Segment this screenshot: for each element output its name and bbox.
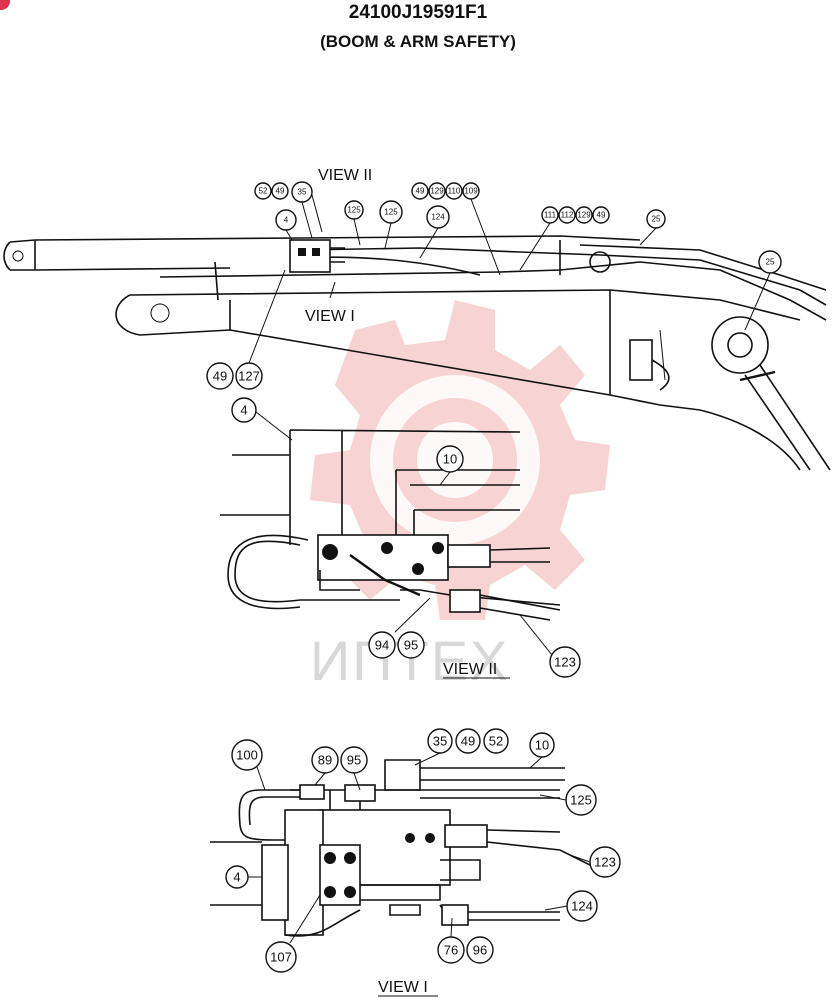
callout-49b: 49 xyxy=(411,182,429,200)
svg-text:25: 25 xyxy=(652,215,661,224)
svg-text:125: 125 xyxy=(570,793,592,808)
svg-text:127: 127 xyxy=(238,369,260,384)
svg-text:49: 49 xyxy=(461,734,475,749)
svg-text:96: 96 xyxy=(473,943,487,958)
callout-49: 49 xyxy=(271,182,289,200)
callout-v1-35: 35 xyxy=(427,728,453,754)
svg-text:49: 49 xyxy=(416,187,425,196)
svg-text:89: 89 xyxy=(318,753,332,768)
svg-text:4: 4 xyxy=(284,216,289,225)
callout-49d: 49 xyxy=(206,362,234,390)
svg-text:10: 10 xyxy=(443,452,457,467)
svg-text:125: 125 xyxy=(384,208,398,217)
diagram-title: 24100J19591F1 xyxy=(348,2,488,23)
svg-text:52: 52 xyxy=(489,734,503,749)
svg-text:100: 100 xyxy=(236,748,258,763)
svg-text:123: 123 xyxy=(554,655,576,670)
callout-v1-96: 96 xyxy=(466,936,494,964)
view1-detail xyxy=(210,759,601,937)
svg-text:49: 49 xyxy=(213,369,227,384)
callout-35: 35 xyxy=(291,181,313,203)
callout-v1-125: 125 xyxy=(565,784,597,816)
callout-v1-124: 124 xyxy=(566,890,598,922)
view2-detail xyxy=(220,429,561,621)
callout-111: 111 xyxy=(541,206,559,224)
svg-text:123: 123 xyxy=(594,855,616,870)
callout-v1-107: 107 xyxy=(265,941,297,973)
callout-v1-52: 52 xyxy=(483,728,509,754)
diagram-subtitle: (BOOM & ARM SAFETY) xyxy=(320,32,516,51)
callout-4: 4 xyxy=(275,209,297,231)
callout-v1-89: 89 xyxy=(311,746,339,774)
svg-text:4: 4 xyxy=(233,870,240,885)
svg-text:95: 95 xyxy=(404,638,418,653)
callout-127: 127 xyxy=(235,362,263,390)
svg-text:10: 10 xyxy=(535,738,549,753)
svg-text:49: 49 xyxy=(597,211,606,220)
callout-125b: 125 xyxy=(379,200,403,224)
callout-110: 110 xyxy=(445,182,463,200)
view1-caption: VIEW I xyxy=(378,979,428,996)
callout-v1-49: 49 xyxy=(455,728,481,754)
callout-v2-123: 123 xyxy=(549,646,581,678)
callout-129: 129 xyxy=(428,182,446,200)
callout-129b: 129 xyxy=(575,206,593,224)
callout-25b: 25 xyxy=(758,250,782,274)
svg-text:52: 52 xyxy=(259,187,268,196)
callout-v1-76: 76 xyxy=(437,936,465,964)
corner-badge xyxy=(0,0,10,10)
callout-v2-95: 95 xyxy=(397,631,425,659)
svg-text:76: 76 xyxy=(444,943,458,958)
callout-v1-4: 4 xyxy=(225,865,249,889)
callout-v1-123: 123 xyxy=(589,846,621,878)
callout-125a: 125 xyxy=(344,200,364,220)
callout-124: 124 xyxy=(426,205,450,229)
svg-text:25: 25 xyxy=(766,258,775,267)
callout-v1-10: 10 xyxy=(529,732,555,758)
svg-text:111: 111 xyxy=(544,211,557,220)
svg-text:49: 49 xyxy=(276,187,285,196)
svg-text:112: 112 xyxy=(561,211,574,220)
callout-v1-95: 95 xyxy=(340,746,368,774)
view1-pointer-label: VIEW I xyxy=(305,308,355,325)
view2-pointer-label: VIEW II xyxy=(318,167,372,184)
callout-109: 109 xyxy=(462,182,480,200)
callout-v1-100: 100 xyxy=(231,739,263,771)
svg-text:124: 124 xyxy=(431,213,445,222)
svg-text:94: 94 xyxy=(375,638,389,653)
svg-text:129: 129 xyxy=(430,187,444,196)
boom-arm-overview xyxy=(3,235,831,471)
svg-text:107: 107 xyxy=(270,950,292,965)
callout-v2-94: 94 xyxy=(368,631,396,659)
svg-text:35: 35 xyxy=(298,188,307,197)
svg-text:4: 4 xyxy=(240,403,247,418)
svg-text:95: 95 xyxy=(347,753,361,768)
callout-49c: 49 xyxy=(592,206,610,224)
svg-text:110: 110 xyxy=(448,187,461,196)
callout-112: 112 xyxy=(558,206,576,224)
svg-text:129: 129 xyxy=(577,211,591,220)
callout-52: 52 xyxy=(254,182,272,200)
svg-text:35: 35 xyxy=(433,734,447,749)
svg-text:124: 124 xyxy=(571,899,593,914)
svg-text:109: 109 xyxy=(464,187,478,196)
callout-v2-4: 4 xyxy=(231,397,257,423)
callout-v2-10: 10 xyxy=(436,445,464,473)
callout-25a: 25 xyxy=(646,209,666,229)
view2-caption: VIEW II xyxy=(443,661,497,678)
svg-text:125: 125 xyxy=(347,206,361,215)
